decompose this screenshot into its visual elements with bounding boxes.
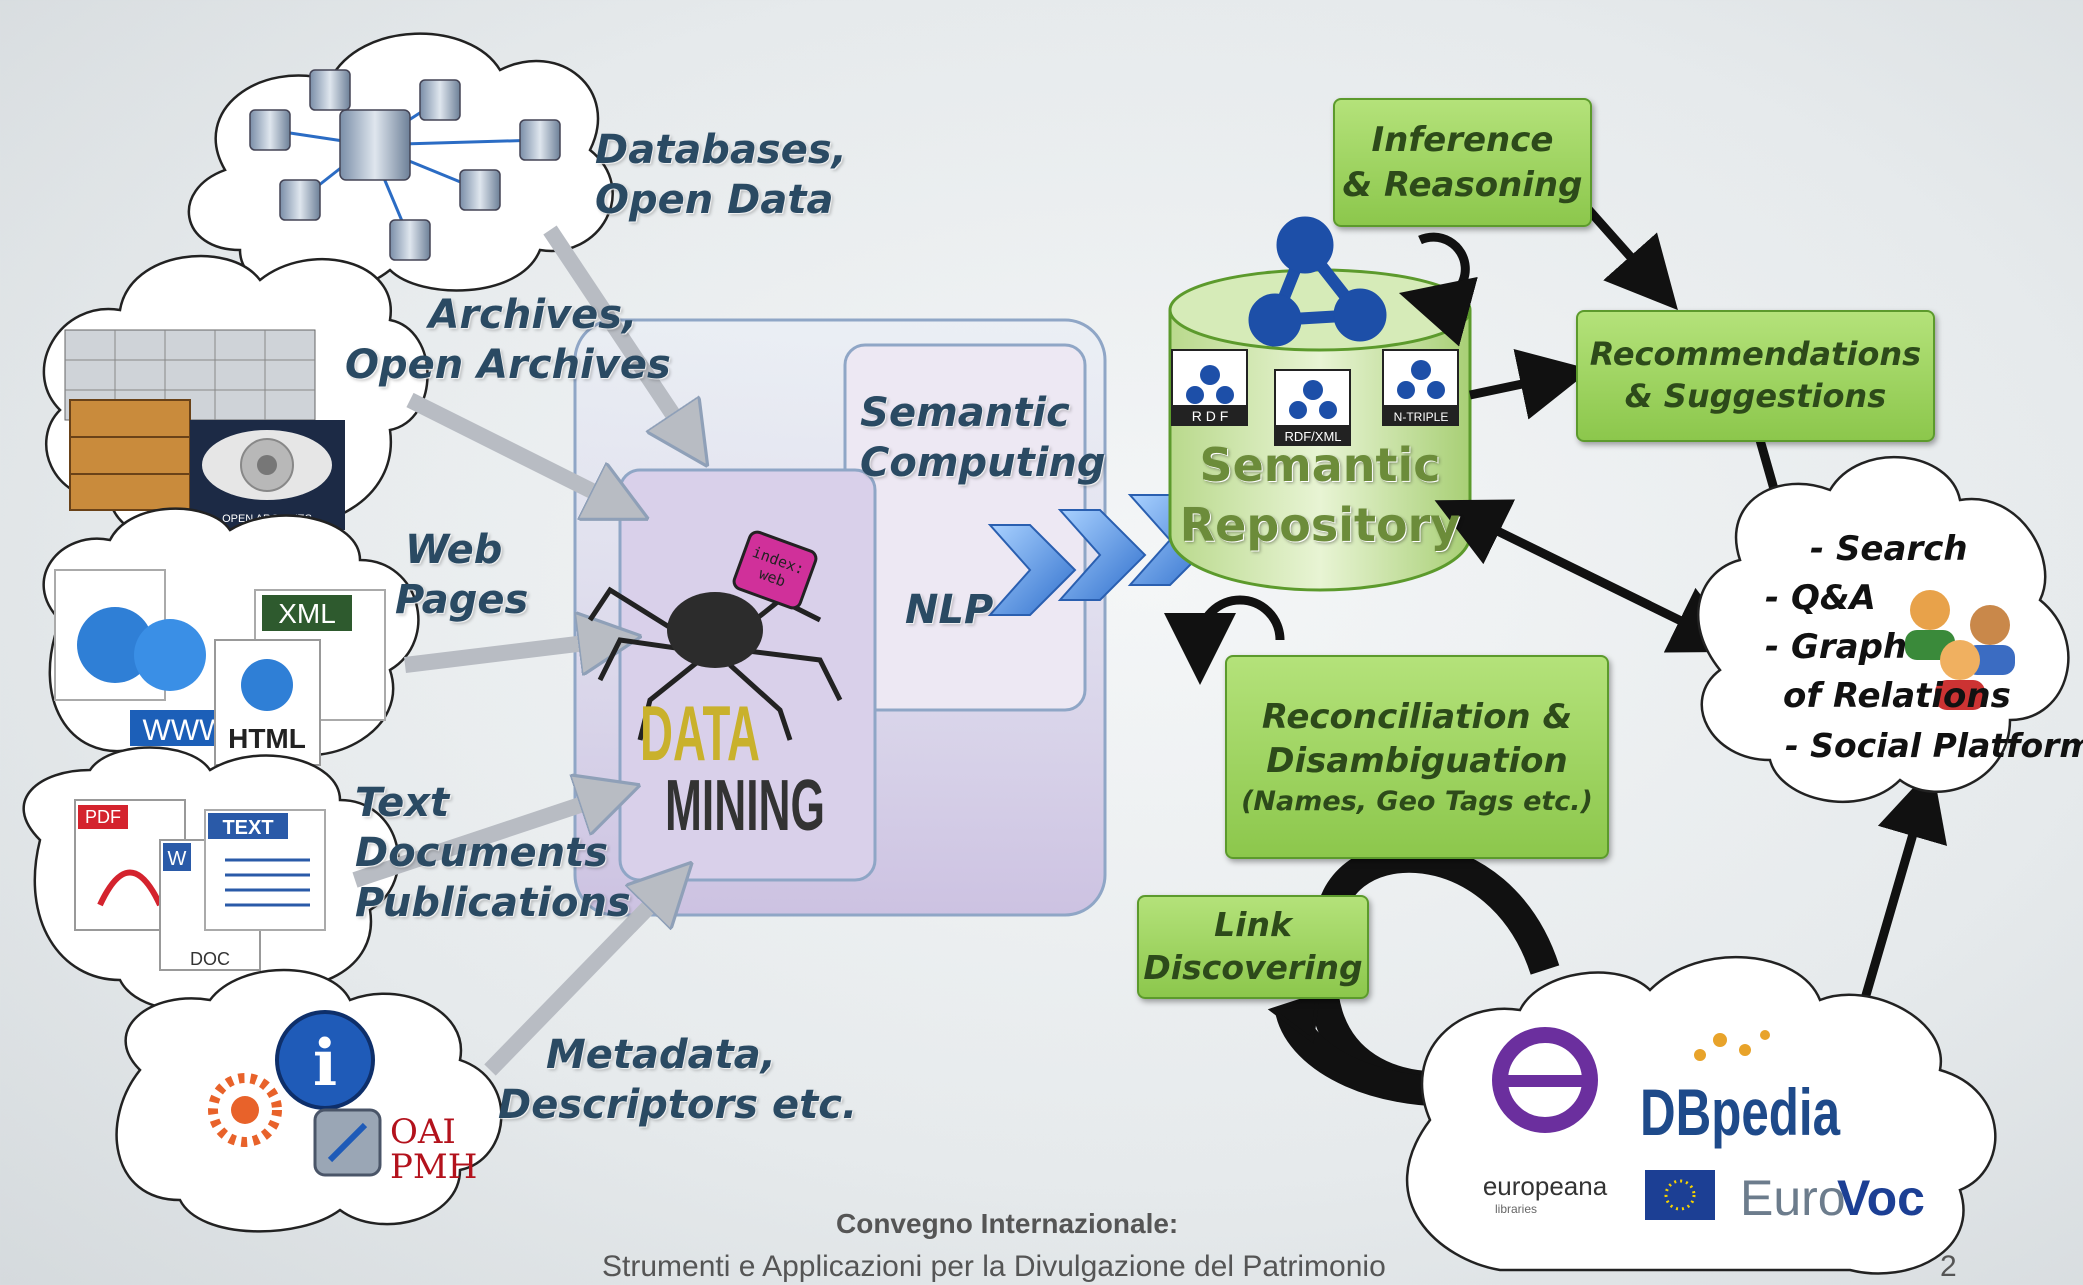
- eurovoc-suffix: Voc: [1837, 1170, 1925, 1226]
- repository-title-line2: Repository: [1179, 497, 1461, 552]
- ntriple-label: N-TRIPLE: [1394, 410, 1449, 424]
- doc-badge: DOC: [190, 949, 230, 969]
- feature-qa: - Q&A: [1765, 578, 1876, 618]
- label-web: Web Pages: [395, 525, 528, 625]
- svg-text:i: i: [313, 1026, 337, 1101]
- label-databases-line1: Databases,: [595, 127, 847, 173]
- label-text-line2: Documents: [355, 830, 609, 876]
- pdf-badge: PDF: [85, 807, 121, 827]
- processing-panel: [573, 318, 1107, 917]
- repository-title: Semantic Repository: [1170, 436, 1470, 556]
- box-inference-line1: Inference: [1371, 120, 1554, 161]
- data-word: DATA: [640, 689, 760, 777]
- label-databases: Databases, Open Data: [595, 125, 847, 225]
- label-web-line1: Web: [405, 527, 503, 573]
- label-archives-line1: Archives,: [428, 292, 638, 338]
- feature-social: - Social Platform: [1785, 726, 2083, 765]
- label-web-line2: Pages: [395, 577, 529, 623]
- box-link-line2: Discovering: [1143, 948, 1363, 987]
- label-semantic-computing: Semantic Computing: [860, 388, 1106, 488]
- xml-badge: XML: [278, 598, 336, 629]
- metadata-icons: i OAI PMH: [208, 1010, 477, 1187]
- box-inference: Inference & Reasoning: [1333, 98, 1592, 227]
- platform-features: - Search - Q&A - Graph of Relations - So…: [1765, 525, 2083, 770]
- page-number: 2: [1940, 1250, 1957, 1283]
- label-databases-line2: Open Data: [595, 177, 834, 223]
- eurovoc-prefix: Euro: [1740, 1170, 1846, 1226]
- label-metadata-line1: Metadata,: [546, 1032, 776, 1078]
- semantic-computing-line1: Semantic: [860, 390, 1070, 436]
- feature-search: - Search: [1810, 529, 1968, 569]
- label-nlp: NLP: [905, 587, 994, 633]
- label-text-line3: Publications: [355, 880, 631, 926]
- oai-label: OAI: [390, 1112, 456, 1152]
- europeana-sub: libraries: [1495, 1202, 1537, 1216]
- label-metadata: Metadata, Descriptors etc.: [498, 1030, 857, 1130]
- documents-icon: PDF W DOC TEXT: [74, 799, 326, 971]
- cloud-platform: [1696, 455, 2070, 803]
- box-reconciliation: Reconciliation & Disambiguation (Names, …: [1225, 655, 1609, 859]
- box-reconciliation-line2: Disambiguation: [1266, 741, 1568, 782]
- rdf-graph-icon: [1248, 216, 1387, 347]
- label-text: Text Documents Publications: [355, 778, 631, 928]
- europeana-logo: europeana libraries: [1483, 1027, 1608, 1216]
- footer-title: Convegno Internazionale:: [836, 1208, 1179, 1239]
- box-link-discovering: Link Discovering: [1137, 895, 1369, 999]
- box-recommendations: Recommendations & Suggestions: [1576, 310, 1935, 442]
- eurovoc-logo: Euro Voc: [1645, 1170, 1925, 1226]
- feature-relations: of Relations: [1783, 676, 2011, 716]
- repository-title-line1: Semantic: [1199, 438, 1441, 492]
- feature-graph: - Graph: [1765, 627, 1908, 667]
- label-text-line1: Text: [355, 780, 450, 826]
- footer-subtitle: Strumenti e Applicazioni per la Divulgaz…: [602, 1250, 1386, 1283]
- word-badge: W: [168, 848, 187, 870]
- text-badge: TEXT: [222, 817, 273, 839]
- box-recommendations-line2: & Suggestions: [1624, 377, 1887, 415]
- filing-cabinet-icon: [64, 329, 316, 511]
- pmh-label: PMH: [390, 1147, 477, 1187]
- data-mining-wordcloud: DATA MINING: [640, 689, 825, 846]
- box-link-line1: Link: [1214, 905, 1292, 945]
- semantic-computing-line2: Computing: [860, 440, 1106, 486]
- www-badge: WWW: [143, 714, 229, 747]
- mining-word: MINING: [665, 766, 825, 846]
- box-inference-line2: & Reasoning: [1342, 164, 1583, 205]
- html-badge: HTML: [228, 723, 306, 754]
- spider-icon: index: web: [587, 530, 843, 741]
- box-reconciliation-line1: Reconciliation &: [1261, 697, 1573, 738]
- users-icon: [1905, 590, 2015, 710]
- rdf-label: R D F: [1192, 408, 1229, 424]
- label-archives-line2: Open Archives: [345, 342, 671, 388]
- label-metadata-line2: Descriptors etc.: [498, 1082, 858, 1128]
- box-reconciliation-note: (Names, Geo Tags etc.): [1241, 785, 1593, 817]
- box-recommendations-line1: Recommendations: [1589, 335, 1922, 374]
- label-archives: Archives, Open Archives: [345, 290, 671, 390]
- rdf-format-icons: R D F RDF/XML N-TRIPLE: [1171, 349, 1459, 446]
- open-archives-logo: OPEN ARCHIVES: [190, 420, 345, 530]
- dbpedia-logo: DBpedia: [1640, 1030, 1841, 1149]
- dbpedia-text: DBpedia: [1640, 1075, 1841, 1149]
- web-pages-icon: WWW XML HTML: [54, 569, 386, 766]
- europeana-text: europeana: [1483, 1171, 1608, 1201]
- rdfxml-label: RDF/XML: [1284, 429, 1341, 444]
- input-arrows: [352, 225, 690, 1076]
- database-cluster-icon: [249, 69, 561, 261]
